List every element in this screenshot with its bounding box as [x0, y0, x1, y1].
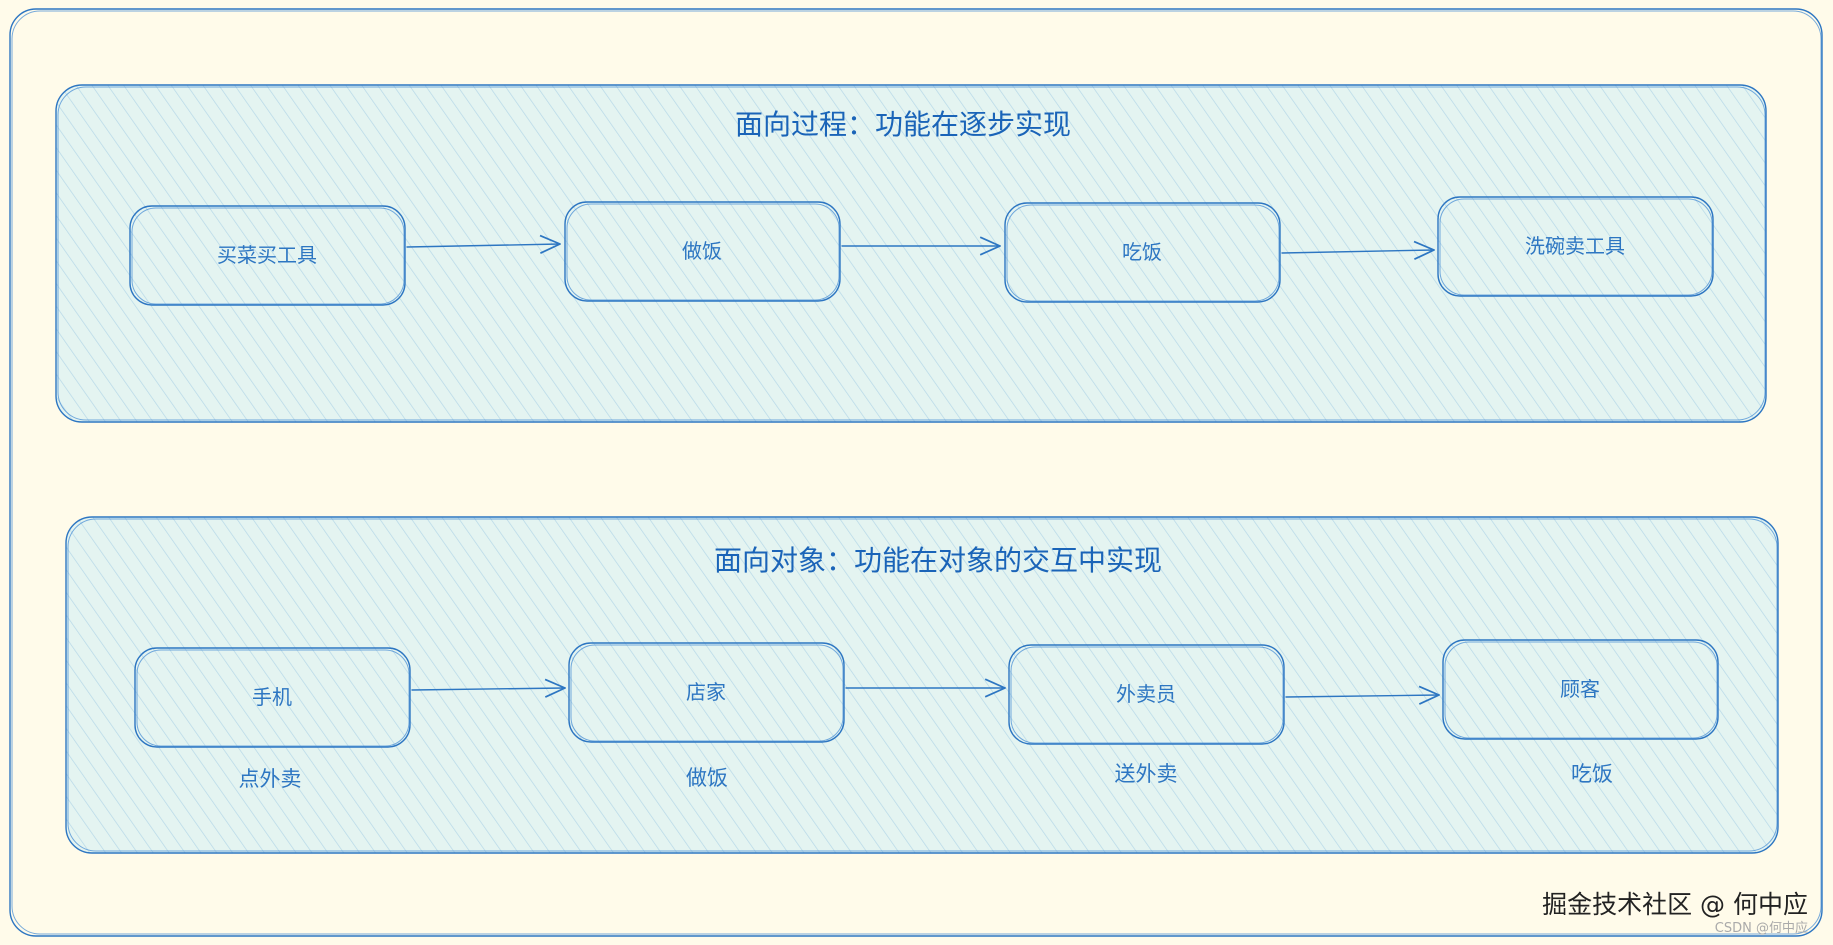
node-label: 洗碗卖工具 [1525, 234, 1625, 258]
process-node-eat: 吃饭 [1004, 202, 1281, 303]
procedural-group: 面向过程：功能在逐步实现 买菜买工具 做饭 吃饭 洗碗卖工具 [55, 84, 1767, 423]
arrow-buy-to-cook [406, 234, 561, 254]
object-oriented-title: 面向对象：功能在对象的交互中实现 [714, 544, 1162, 577]
arrow-courier-to-customer [1285, 685, 1440, 705]
process-node-buy: 买菜买工具 [129, 205, 406, 306]
node-label: 顾客 [1560, 677, 1600, 701]
node-label: 做饭 [682, 239, 722, 263]
node-label: 外卖员 [1116, 682, 1176, 706]
caption-deliver: 送外卖 [1115, 762, 1178, 786]
object-node-shop: 店家 [568, 642, 845, 743]
node-label: 吃饭 [1122, 240, 1162, 264]
object-node-customer: 顾客 [1442, 639, 1719, 740]
caption-cook: 做饭 [686, 766, 728, 790]
object-oriented-group: 面向对象：功能在对象的交互中实现 手机 店家 外卖员 顾客 [65, 516, 1779, 854]
node-label: 手机 [252, 685, 292, 709]
caption-order-takeout: 点外卖 [239, 767, 302, 791]
caption-eat: 吃饭 [1571, 762, 1613, 786]
arrow-phone-to-shop [411, 678, 566, 698]
watermark-main: 掘金技术社区 @ 何中应 [1542, 890, 1808, 919]
object-node-courier: 外卖员 [1008, 644, 1285, 745]
process-node-wash: 洗碗卖工具 [1437, 196, 1714, 297]
arrow-eat-to-wash [1281, 240, 1435, 260]
watermark-sub: CSDN @何中应 [1715, 920, 1808, 936]
node-label: 买菜买工具 [217, 243, 317, 267]
process-node-cook: 做饭 [564, 201, 841, 302]
procedural-title: 面向过程：功能在逐步实现 [735, 108, 1071, 141]
object-node-phone: 手机 [134, 647, 411, 748]
outer-frame [9, 8, 1823, 937]
node-label: 店家 [686, 680, 726, 704]
